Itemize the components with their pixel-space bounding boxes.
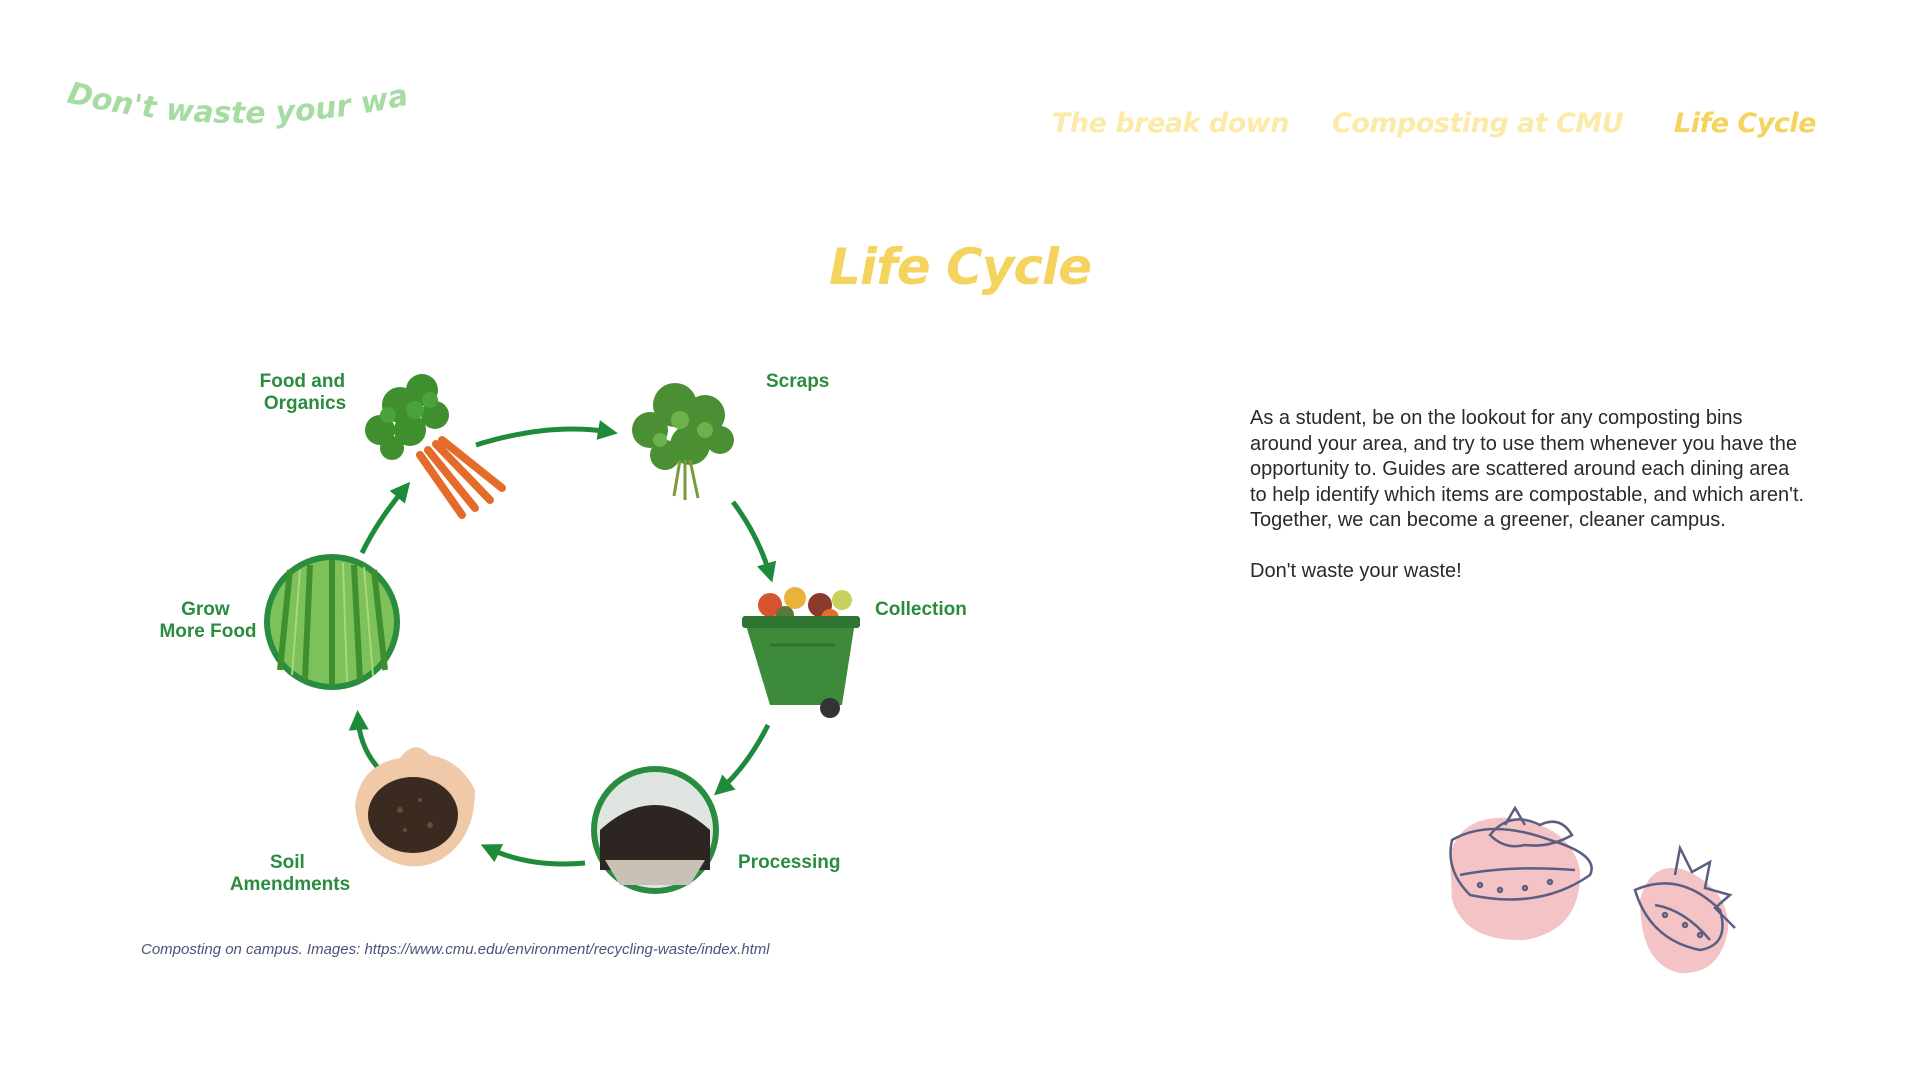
life-cycle-diagram: Food and Organics Scraps Collect — [159, 371, 967, 895]
label-grow-line2: More Food — [159, 621, 256, 642]
logo-graphic: Don't waste your waste — [52, 45, 411, 131]
content-section: As a student, be on the lookout for any … — [1250, 406, 1810, 609]
nav-link-composting-cmu[interactable]: Composting at CMU — [1332, 108, 1624, 139]
soil-hands-icon — [355, 747, 475, 867]
svg-text:Food and Organics: Food and Organics — [260, 371, 351, 414]
label-processing: Processing — [738, 852, 840, 873]
svg-text:Soil Amendments: Soil Amendments — [230, 852, 350, 895]
intro-paragraph: As a student, be on the lookout for any … — [1250, 407, 1805, 531]
label-soil-line1: Soil — [270, 852, 305, 873]
diagram-caption: Composting on campus. Images: https://ww… — [141, 941, 770, 958]
arrow-soil-to-grow — [348, 710, 384, 774]
logo-text: Don't waste your waste — [52, 45, 411, 131]
label-collection: Collection — [875, 599, 967, 620]
label-food-line1: Food and — [260, 371, 345, 392]
arrow-collection-to-processing — [714, 723, 771, 796]
compost-bin-icon — [742, 587, 860, 718]
label-food-line2: Organics — [264, 393, 346, 414]
svg-text:Grow More Food: Grow More Food — [159, 599, 256, 642]
label-scraps: Scraps — [766, 371, 829, 392]
svg-text:Don't waste your waste: Don't waste your waste — [62, 72, 411, 131]
arrow-grow-to-food — [359, 481, 411, 555]
closing-line: Don't waste your waste! — [1250, 559, 1462, 582]
strawberry-decoration — [1449, 805, 1736, 974]
arrow-processing-to-soil — [480, 844, 586, 867]
arrow-food-to-scraps — [475, 420, 618, 448]
strawberry-icon — [1633, 844, 1736, 974]
crop-field-icon — [264, 554, 400, 690]
compost-pile-icon — [591, 766, 719, 894]
strawberry-icon — [1449, 805, 1593, 941]
label-soil-line2: Amendments — [230, 874, 350, 895]
carrot-icon — [365, 374, 506, 519]
nav-link-break-down[interactable]: The break down — [1052, 108, 1289, 139]
greens-icon — [632, 383, 734, 500]
nav-link-life-cycle[interactable]: Life Cycle — [1674, 108, 1816, 139]
page-title: Life Cycle — [828, 238, 1092, 296]
label-grow-line1: Grow — [181, 599, 230, 620]
arrow-scraps-to-collection — [731, 500, 777, 583]
site-logo[interactable]: Don't waste your waste — [52, 45, 422, 152]
